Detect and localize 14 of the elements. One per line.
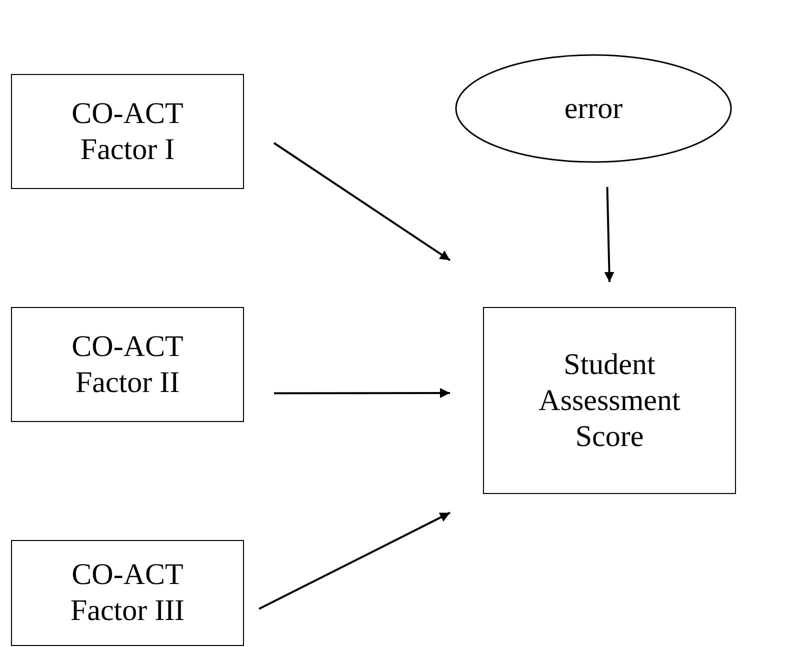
process-box [11,540,244,646]
arrow [273,142,451,262]
node-label: CO-ACT Factor II [70,328,184,400]
arrow [258,512,450,610]
node-label: error [564,90,623,126]
process-box [483,307,736,494]
arrow [274,388,450,398]
process-box [11,307,244,422]
arrow [604,186,614,282]
node-label: Student Assessment Score [538,346,682,454]
node-label: CO-ACT Factor III [69,557,186,629]
process-box [11,74,244,189]
ellipse-node [455,54,732,163]
node-label: CO-ACT Factor I [70,96,184,168]
